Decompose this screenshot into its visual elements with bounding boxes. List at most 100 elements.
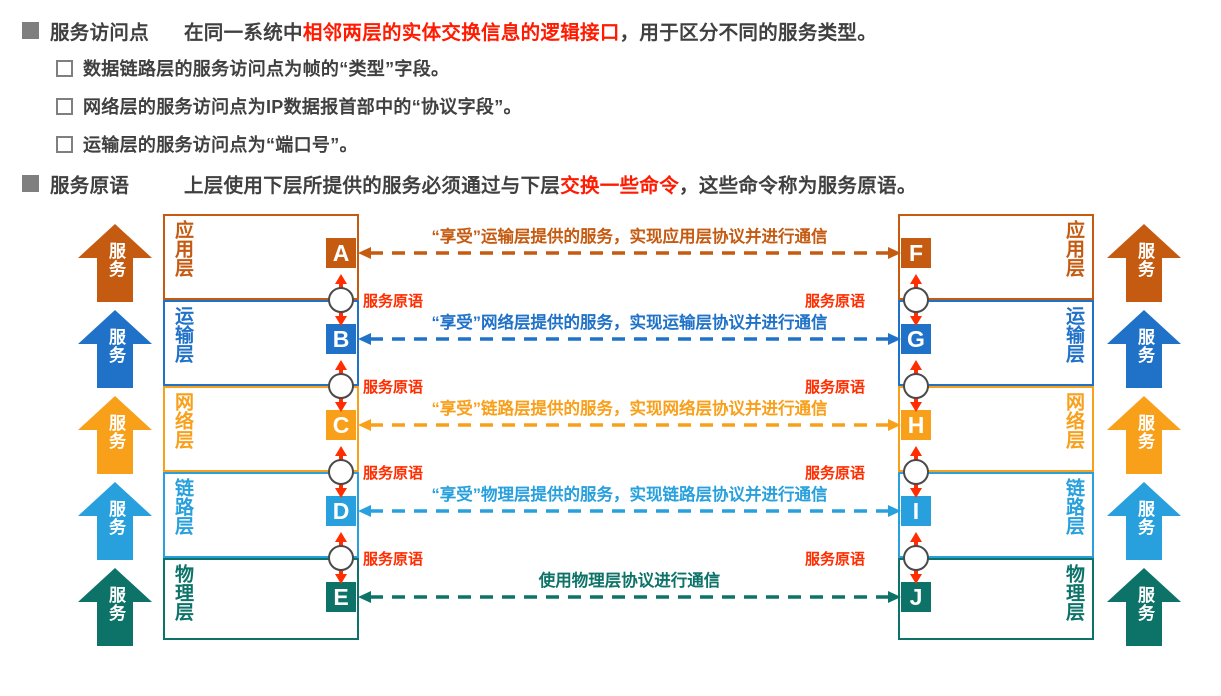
layer-name-label: 应用层	[172, 220, 193, 277]
service-arrow-label: 服务	[1135, 586, 1154, 622]
bullet-text: 网络层的服务访问点为IP数据报首部中的“协议字段”。	[83, 97, 522, 117]
service-access-point-left-1	[328, 274, 354, 326]
up-arrow-icon	[78, 568, 152, 646]
protocol-description-layer-1: “享受”运输层提供的服务，实现应用层协议并进行通信	[431, 228, 828, 246]
bullet-row-service-access-point: 服务访问点在同一系统中相邻两层的实体交换信息的逻辑接口，用于区分不同的服务类型。	[0, 14, 1221, 46]
service-arrow-right-5: 服务	[1105, 566, 1183, 648]
service-arrow-right-1: 服务	[1105, 222, 1183, 304]
bullet-highlight: 交换一些命令	[560, 174, 680, 197]
service-access-point-right-4	[903, 532, 929, 584]
hollow-square-bullet-icon	[56, 59, 73, 77]
service-arrow-label: 服务	[106, 242, 125, 278]
up-arrow-icon	[78, 482, 152, 560]
sap-circle-icon	[903, 373, 929, 399]
osi-layer-diagram: 应用层运输层网络层链路层物理层 应用层运输层网络层链路层物理层 服务服务服务服务…	[0, 206, 1221, 656]
service-arrow-label: 服务	[106, 500, 125, 536]
bullet-row-service-primitive: 服务原语 上层使用下层所提供的服务必须通过与下层交换一些命令，这些命令称为服务原语…	[0, 167, 1221, 199]
protocol-description-layer-5: 使用物理层协议进行通信	[538, 572, 721, 590]
up-arrow-icon	[1107, 482, 1181, 560]
service-arrow-right-2: 服务	[1105, 308, 1183, 390]
dashed-double-arrow-icon	[358, 591, 901, 603]
bullet-text-before: 上层使用下层所提供的服务必须通过与下层	[184, 174, 561, 197]
up-arrow-icon	[78, 396, 152, 474]
hollow-square-bullet-icon	[56, 97, 73, 115]
service-arrow-label: 服务	[106, 328, 125, 364]
sap-circle-icon	[903, 287, 929, 313]
dashed-double-arrow-icon	[358, 247, 901, 259]
letter-badge-I: I	[901, 496, 931, 526]
service-arrow-label: 服务	[1135, 242, 1154, 278]
bullet-text-after: ，用于区分不同的服务类型。	[619, 21, 878, 44]
layer-name-label: 物理层	[1063, 564, 1084, 621]
sap-circle-icon	[328, 459, 354, 485]
service-arrow-right-4: 服务	[1105, 480, 1183, 562]
bullet-list: 服务访问点在同一系统中相邻两层的实体交换信息的逻辑接口，用于区分不同的服务类型。…	[0, 0, 1221, 199]
up-arrow-icon	[1107, 396, 1181, 474]
filled-square-bullet-icon	[22, 174, 39, 192]
service-primitive-label-right-2: 服务原语	[805, 379, 866, 396]
bullet-text: 运输层的服务访问点为“端口号”。	[83, 135, 358, 155]
hollow-square-bullet-icon	[56, 135, 73, 153]
up-arrow-icon	[78, 224, 152, 302]
bullet-text-before: 在同一系统中	[184, 21, 303, 44]
service-access-point-left-3	[328, 446, 354, 498]
left-protocol-stack: 应用层运输层网络层链路层物理层	[163, 206, 359, 640]
letter-badge-E: E	[326, 582, 356, 612]
protocol-arrow-layer-4	[358, 504, 901, 518]
bullet-row-datalink-sap: 数据链路层的服务访问点为帧的“类型”字段。	[0, 52, 1221, 84]
service-primitive-label-left-3: 服务原语	[363, 465, 424, 482]
letter-badge-A: A	[326, 238, 356, 268]
sap-circle-icon	[903, 545, 929, 571]
letter-badge-B: B	[326, 324, 356, 354]
layer-box-3: 网络层	[898, 386, 1094, 472]
service-access-point-left-2	[328, 360, 354, 412]
service-access-point-right-2	[903, 360, 929, 412]
protocol-arrow-layer-2	[358, 332, 901, 346]
protocol-description-layer-4: “享受”物理层提供的服务，实现链路层协议并进行通信	[431, 486, 828, 504]
letter-badge-J: J	[901, 582, 931, 612]
layer-name-label: 运输层	[172, 306, 193, 363]
bullet-row-transport-sap: 运输层的服务访问点为“端口号”。	[0, 128, 1221, 160]
service-arrow-label: 服务	[106, 586, 125, 622]
service-primitive-label-right-1: 服务原语	[805, 293, 866, 310]
service-arrow-left-4: 服务	[76, 480, 154, 562]
letter-badge-H: H	[901, 410, 931, 440]
layer-name-label: 链路层	[1063, 478, 1084, 535]
layer-name-label: 应用层	[1063, 220, 1084, 277]
bullet-text: 服务访问点在同一系统中相邻两层的实体交换信息的逻辑接口，用于区分不同的服务类型。	[50, 16, 877, 45]
service-arrow-left-3: 服务	[76, 394, 154, 476]
filled-square-bullet-icon	[22, 21, 39, 39]
layer-name-label: 网络层	[1063, 392, 1084, 449]
up-arrow-icon	[78, 310, 152, 388]
sap-circle-icon	[903, 459, 929, 485]
letter-badge-C: C	[326, 410, 356, 440]
service-arrow-label: 服务	[1135, 500, 1154, 536]
service-arrow-left-5: 服务	[76, 566, 154, 648]
service-arrow-right-3: 服务	[1105, 394, 1183, 476]
up-arrow-icon	[1107, 568, 1181, 646]
service-access-point-right-3	[903, 446, 929, 498]
service-arrow-left-1: 服务	[76, 222, 154, 304]
letter-badge-D: D	[326, 496, 356, 526]
service-arrow-label: 服务	[106, 414, 125, 450]
service-primitive-label-left-2: 服务原语	[363, 379, 424, 396]
layer-name-label: 物理层	[172, 564, 193, 621]
sap-circle-icon	[328, 545, 354, 571]
protocol-description-layer-2: “享受”网络层提供的服务，实现运输层协议并进行通信	[431, 314, 828, 332]
layer-name-label: 链路层	[172, 478, 193, 535]
dashed-double-arrow-icon	[358, 333, 901, 345]
service-arrow-left-2: 服务	[76, 308, 154, 390]
service-arrow-label: 服务	[1135, 328, 1154, 364]
protocol-arrow-layer-3	[358, 418, 901, 432]
dashed-double-arrow-icon	[358, 505, 901, 517]
service-access-point-left-4	[328, 532, 354, 584]
layer-name-label: 运输层	[1063, 306, 1084, 363]
bullet-term: 服务原语	[50, 174, 130, 197]
bullet-highlight: 相邻两层的实体交换信息的逻辑接口	[302, 21, 620, 44]
service-arrow-label: 服务	[1135, 414, 1154, 450]
bullet-text-after: ，这些命令称为服务原语。	[679, 174, 917, 197]
service-access-point-right-1	[903, 274, 929, 326]
service-primitive-label-right-3: 服务原语	[805, 465, 866, 482]
sap-circle-icon	[328, 287, 354, 313]
